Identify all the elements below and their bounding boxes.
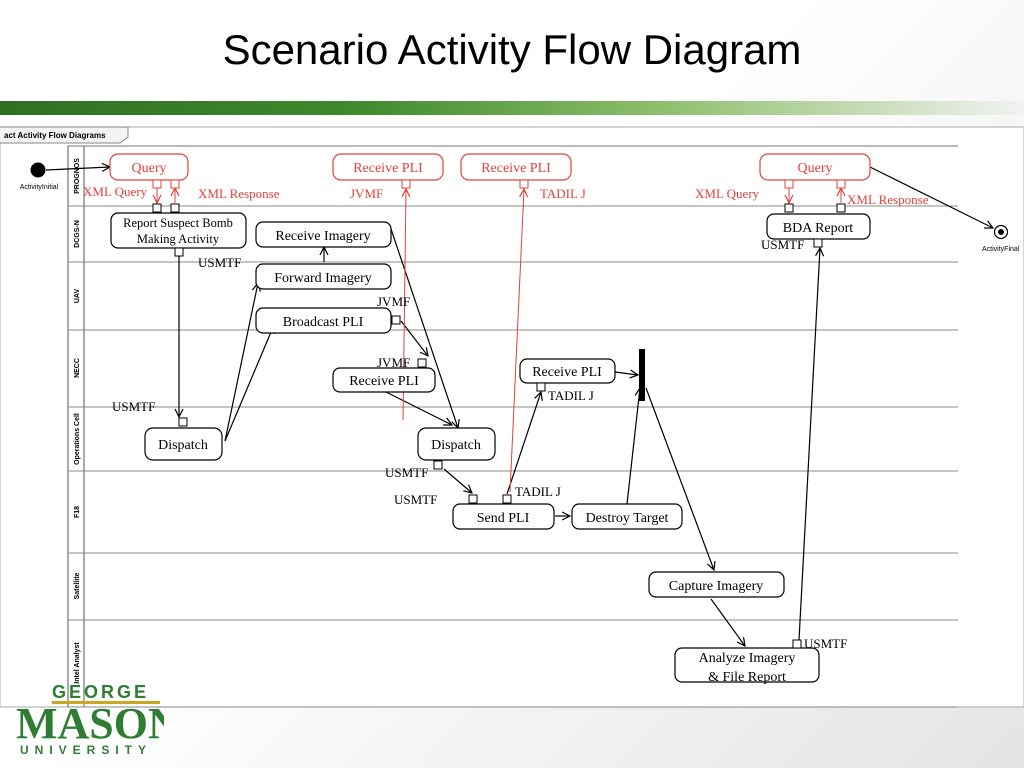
pin-label-usmtf-report: USMTF [198, 255, 241, 270]
lane-label-f18: F18 [74, 506, 81, 518]
send-pli-node: Send PLI [452, 503, 555, 530]
activity-initial-node [30, 162, 46, 178]
receive-pli-node-1: Receive PLI [332, 153, 444, 181]
svg-text:Receive PLI: Receive PLI [532, 365, 602, 380]
svg-text:Dispatch: Dispatch [158, 438, 208, 453]
activity-final-label: ActivityFinal [982, 246, 1020, 253]
svg-text:Analyze Imagery: Analyze Imagery [699, 651, 796, 666]
analyze-imagery-node: Analyze Imagery & File Report [674, 647, 820, 685]
bda-report-node: BDA Report [766, 213, 871, 240]
logo-line-george: GEORGE [52, 682, 149, 702]
receive-pli-necc-node: Receive PLI [332, 367, 436, 393]
frame-label: act Activity Flow Diagrams [4, 131, 106, 140]
pin-label-jvmf-uav: JVMF [377, 294, 410, 309]
svg-text:Receive PLI: Receive PLI [353, 161, 423, 176]
pin-label-xml-response-1: XML Response [198, 186, 280, 201]
fork-bar [639, 349, 645, 401]
svg-text:Dispatch: Dispatch [431, 438, 481, 453]
pin-label-tadil-prognos: TADIL J [540, 186, 586, 201]
report-suspect-bomb-node: Report Suspect Bomb Making Activity [110, 212, 247, 249]
lane-label-satellite: Satellite [74, 572, 81, 599]
pin-label-xml-response-2: XML Response [847, 192, 929, 207]
pin-label-xml-query-1: XML Query [83, 184, 148, 199]
svg-text:BDA Report: BDA Report [783, 221, 854, 236]
destroy-target-node: Destroy Target [571, 503, 683, 530]
svg-text:Receive PLI: Receive PLI [481, 161, 551, 176]
svg-text:Forward Imagery: Forward Imagery [274, 271, 372, 286]
broadcast-pli-node: Broadcast PLI [255, 307, 392, 334]
pin-label-xml-query-2: XML Query [695, 186, 760, 201]
query-node-2: Query [759, 153, 871, 181]
logo-line-university: UNIVERSITY [20, 743, 152, 757]
svg-text:Report Suspect Bomb: Report Suspect Bomb [123, 216, 233, 230]
lane-label-uav: UAV [74, 289, 81, 304]
flow-edges [45, 167, 993, 646]
svg-text:Broadcast PLI: Broadcast PLI [283, 315, 364, 330]
svg-text:Query: Query [132, 161, 167, 176]
pin-label-usmtf-ops: USMTF [112, 399, 155, 414]
lane-label-dcgs-n: DCGS-N [74, 220, 81, 248]
red-pins [152, 179, 846, 189]
query-node-1: Query [109, 153, 189, 181]
receive-imagery-node: Receive Imagery [255, 221, 392, 248]
pin-label-usmtf-bda: USMTF [761, 237, 804, 252]
svg-text:Destroy Target: Destroy Target [586, 511, 669, 526]
lane-label-operations-cell: Operations Cell [74, 413, 81, 465]
svg-text:Making Activity: Making Activity [137, 232, 220, 246]
capture-imagery-node: Capture Imagery [648, 571, 785, 598]
receive-pli-node-2: Receive PLI [460, 153, 572, 181]
forward-imagery-node: Forward Imagery [255, 263, 392, 290]
logo-line-mason: MASON [16, 699, 164, 748]
svg-text:& File Report: & File Report [708, 670, 786, 685]
slide-title: Scenario Activity Flow Diagram [222, 26, 802, 73]
activity-final-node [993, 224, 1009, 240]
svg-text:Send PLI: Send PLI [477, 511, 530, 526]
lane-label-intel-analyst: Intel Analyst [74, 642, 81, 684]
pin-label-tadil-f18: TADIL J [515, 484, 561, 499]
pin-label-usmtf-f18: USMTF [394, 492, 437, 507]
logo-gold-rule [52, 701, 160, 704]
pin-label-jvmf-necc: JVMF [377, 355, 410, 370]
receive-pli-necc2-node: Receive PLI [519, 358, 616, 384]
dispatch-node-1: Dispatch [144, 427, 223, 461]
dispatch-node-2: Dispatch [417, 427, 496, 461]
pin-label-jvmf-prognos: JVMF [350, 186, 383, 201]
swimlanes: PROGNOS DCGS-N UAV NECC Operations Cell … [67, 145, 958, 708]
pin-label-tadil-necc: TADIL J [548, 388, 594, 403]
svg-text:Receive PLI: Receive PLI [349, 374, 419, 389]
black-pins [152, 203, 846, 649]
svg-text:Query: Query [798, 161, 833, 176]
pin-label-usmtf-dispatch2: USMTF [385, 465, 428, 480]
svg-text:Receive Imagery: Receive Imagery [275, 229, 370, 244]
george-mason-university-logo: GEORGE MASON UNIVERSITY [16, 682, 164, 757]
title-divider-bar [0, 101, 1024, 115]
pin-label-usmtf-analyst: USMTF [804, 636, 847, 651]
activity-initial-label: ActivityInitial [20, 184, 59, 191]
lane-label-necc: NECC [74, 358, 81, 378]
svg-text:Capture Imagery: Capture Imagery [669, 579, 763, 594]
lane-label-prognos: PROGNOS [74, 158, 81, 194]
